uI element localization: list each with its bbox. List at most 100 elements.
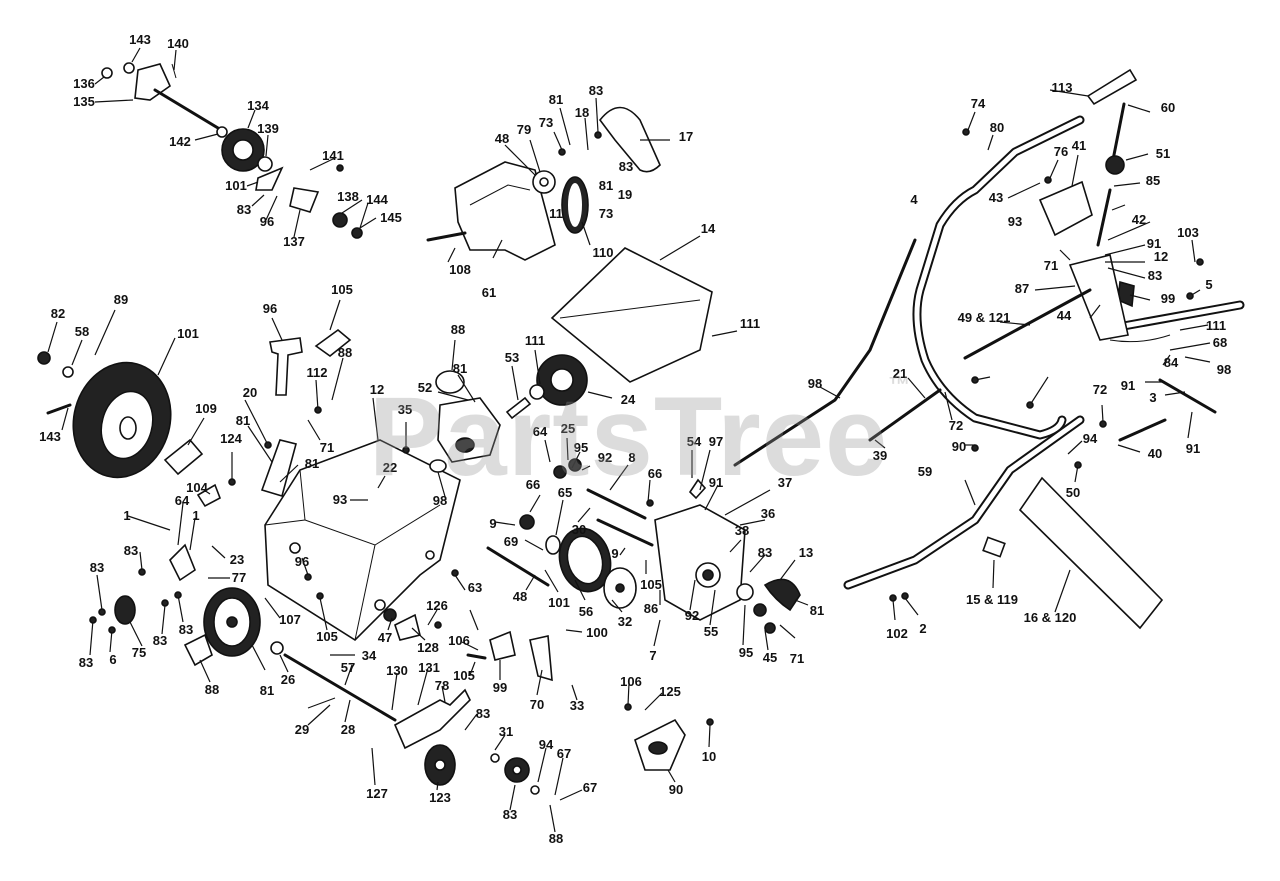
callout-72: 72 bbox=[1093, 382, 1107, 397]
callout-88: 88 bbox=[338, 345, 352, 360]
callout-86: 86 bbox=[644, 601, 658, 616]
handle-assembly bbox=[733, 68, 1245, 590]
chute-2 bbox=[982, 476, 1164, 630]
callout-144: 144 bbox=[366, 192, 388, 207]
callout-83: 83 bbox=[758, 545, 772, 560]
callout-109: 109 bbox=[195, 401, 217, 416]
callout-135: 135 bbox=[73, 94, 95, 109]
callout-32: 32 bbox=[618, 614, 632, 629]
callout-36: 36 bbox=[761, 506, 775, 521]
callout-44: 44 bbox=[1057, 308, 1072, 323]
callout-98: 98 bbox=[808, 376, 822, 391]
callout-81: 81 bbox=[236, 413, 250, 428]
callout-96: 96 bbox=[263, 301, 277, 316]
callout-91: 91 bbox=[1147, 236, 1161, 251]
callout-48: 48 bbox=[495, 131, 509, 146]
callout-15-119: 15 & 119 bbox=[966, 592, 1018, 607]
callout-11: 11 bbox=[549, 206, 563, 221]
wheel-109 bbox=[37, 351, 172, 479]
callout-78: 78 bbox=[435, 678, 449, 693]
callout-126: 126 bbox=[426, 598, 448, 613]
callout-139: 139 bbox=[257, 121, 279, 136]
callout-48: 48 bbox=[513, 589, 527, 604]
callout-23: 23 bbox=[230, 552, 244, 567]
callout-30: 30 bbox=[572, 522, 586, 537]
callout-90: 90 bbox=[669, 782, 683, 797]
callout-8: 8 bbox=[628, 450, 635, 465]
callout-61: 61 bbox=[482, 285, 496, 300]
shaft-54 bbox=[553, 458, 654, 547]
callout-106: 106 bbox=[448, 633, 470, 648]
callout-33: 33 bbox=[570, 698, 584, 713]
callout-52: 52 bbox=[418, 380, 432, 395]
callout-92: 92 bbox=[598, 450, 612, 465]
callout-63: 63 bbox=[468, 580, 482, 595]
callout-83: 83 bbox=[503, 807, 517, 822]
callout-105: 105 bbox=[316, 629, 338, 644]
callout-74: 74 bbox=[971, 96, 986, 111]
callout-42: 42 bbox=[1132, 212, 1146, 227]
callout-81: 81 bbox=[549, 92, 563, 107]
callout-68: 68 bbox=[1213, 335, 1227, 350]
callout-101: 101 bbox=[225, 178, 247, 193]
callout-21: 21 bbox=[893, 366, 907, 381]
callout-127: 127 bbox=[366, 786, 388, 801]
callout-102: 102 bbox=[886, 626, 908, 641]
callout-104: 104 bbox=[186, 480, 208, 495]
callout-64: 64 bbox=[175, 493, 190, 508]
callout-3: 3 bbox=[1149, 390, 1156, 405]
callout-108: 108 bbox=[449, 262, 471, 277]
sprocket-45 bbox=[736, 578, 801, 634]
callout-99: 99 bbox=[493, 680, 507, 695]
gearbox-53 bbox=[435, 370, 532, 463]
callout-123: 123 bbox=[429, 790, 451, 805]
callout-91: 91 bbox=[1121, 378, 1135, 393]
linkage-33-34 bbox=[466, 630, 553, 682]
callout-96: 96 bbox=[260, 214, 274, 229]
callout-22: 22 bbox=[383, 460, 397, 475]
callout-34: 34 bbox=[362, 648, 377, 663]
callout-26: 26 bbox=[281, 672, 295, 687]
callout-87: 87 bbox=[1015, 281, 1029, 296]
callout-88: 88 bbox=[205, 682, 219, 697]
callout-20: 20 bbox=[243, 385, 257, 400]
callout-60: 60 bbox=[1161, 100, 1175, 115]
callout-94: 94 bbox=[1083, 431, 1098, 446]
shaft-123 bbox=[283, 653, 471, 750]
callout-83: 83 bbox=[79, 655, 93, 670]
callout-138: 138 bbox=[337, 189, 359, 204]
callout-38: 38 bbox=[735, 523, 749, 538]
callout-83: 83 bbox=[90, 560, 104, 575]
callout-81: 81 bbox=[810, 603, 824, 618]
callout-50: 50 bbox=[1066, 485, 1080, 500]
callout-98: 98 bbox=[433, 493, 447, 508]
callout-91: 91 bbox=[709, 475, 723, 490]
callout-12: 12 bbox=[370, 382, 384, 397]
callout-145: 145 bbox=[380, 210, 402, 225]
callout-54: 54 bbox=[687, 434, 702, 449]
callout-98: 98 bbox=[1217, 362, 1231, 377]
callout-13: 13 bbox=[799, 545, 813, 560]
callout-12: 12 bbox=[1154, 249, 1168, 264]
callout-67: 67 bbox=[557, 746, 571, 761]
callout-101: 101 bbox=[177, 326, 199, 341]
callout-137: 137 bbox=[283, 234, 305, 249]
callout-77: 77 bbox=[232, 570, 246, 585]
callout-111: 111 bbox=[740, 316, 760, 331]
callout-105: 105 bbox=[453, 668, 475, 683]
callout-82: 82 bbox=[51, 306, 65, 321]
callout-2: 2 bbox=[919, 621, 926, 636]
axle-124 bbox=[163, 438, 222, 508]
pulley-group bbox=[114, 543, 284, 667]
callout-1: 1 bbox=[123, 508, 130, 523]
callout-143: 143 bbox=[129, 32, 151, 47]
callout-58: 58 bbox=[75, 324, 89, 339]
callout-29: 29 bbox=[295, 722, 309, 737]
callout-39: 39 bbox=[873, 448, 887, 463]
callout-69: 69 bbox=[504, 534, 518, 549]
callout-84: 84 bbox=[1164, 355, 1179, 370]
callout-41: 41 bbox=[1072, 138, 1086, 153]
callout-79: 79 bbox=[517, 122, 531, 137]
callout-59: 59 bbox=[918, 464, 932, 479]
callout-89: 89 bbox=[114, 292, 128, 307]
